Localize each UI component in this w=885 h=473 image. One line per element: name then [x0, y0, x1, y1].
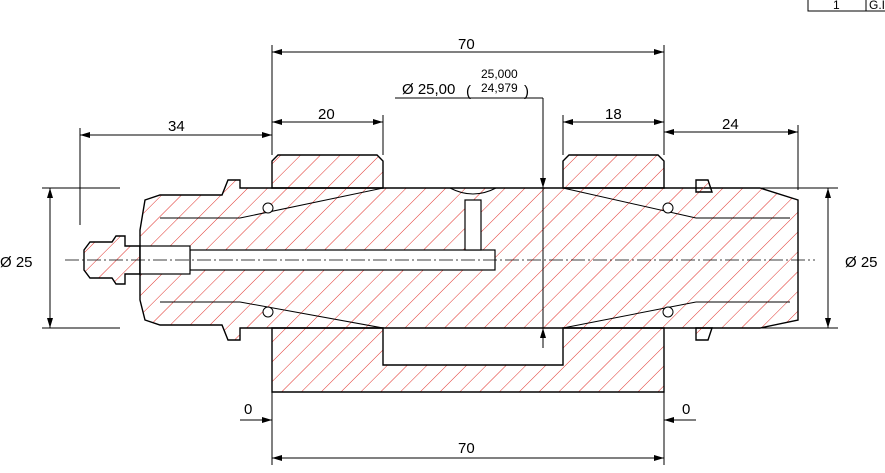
- dim-shaft-diameter: Ø 25,00: [402, 81, 455, 98]
- dim-left-end: 34: [168, 118, 185, 135]
- hub-section: [271, 154, 665, 393]
- title-cell-2: G.I: [869, 0, 885, 12]
- title-block: 1 G.I: [807, 0, 885, 12]
- title-cell-1: 1: [833, 0, 840, 12]
- dim-offset-right: 0: [682, 401, 690, 418]
- dim-offset-left: 0: [244, 401, 252, 418]
- dim-left-diameter: Ø 25: [0, 254, 33, 271]
- dim-right-end: 24: [722, 116, 739, 133]
- tolerance-upper: 25,000: [481, 67, 518, 81]
- dim-right-diameter: Ø 25: [845, 254, 878, 271]
- dimension-lines: [42, 45, 838, 465]
- tolerance-bracket-left: (: [466, 83, 471, 100]
- dim-overall-top: 70: [458, 36, 475, 53]
- tolerance-lower: 24,979: [481, 81, 518, 95]
- dim-right-hub: 18: [605, 106, 622, 123]
- dim-left-hub: 20: [318, 106, 335, 123]
- dim-overall-bottom: 70: [458, 440, 475, 457]
- tolerance-bracket-right: ): [524, 83, 529, 100]
